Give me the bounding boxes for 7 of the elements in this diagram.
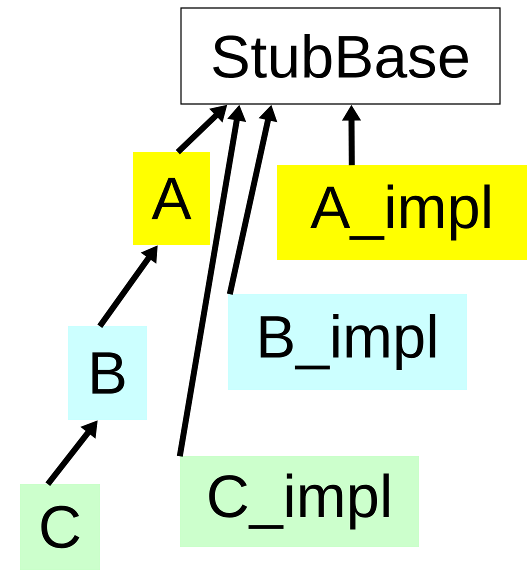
label-box: A_impl [277, 165, 527, 260]
label-box: C [20, 484, 100, 570]
label-box: B [68, 326, 147, 420]
label-box: C_impl [180, 456, 419, 547]
label-box: A [133, 152, 210, 245]
label-box: B_impl [228, 294, 467, 390]
class-box: StubBase [180, 7, 501, 105]
